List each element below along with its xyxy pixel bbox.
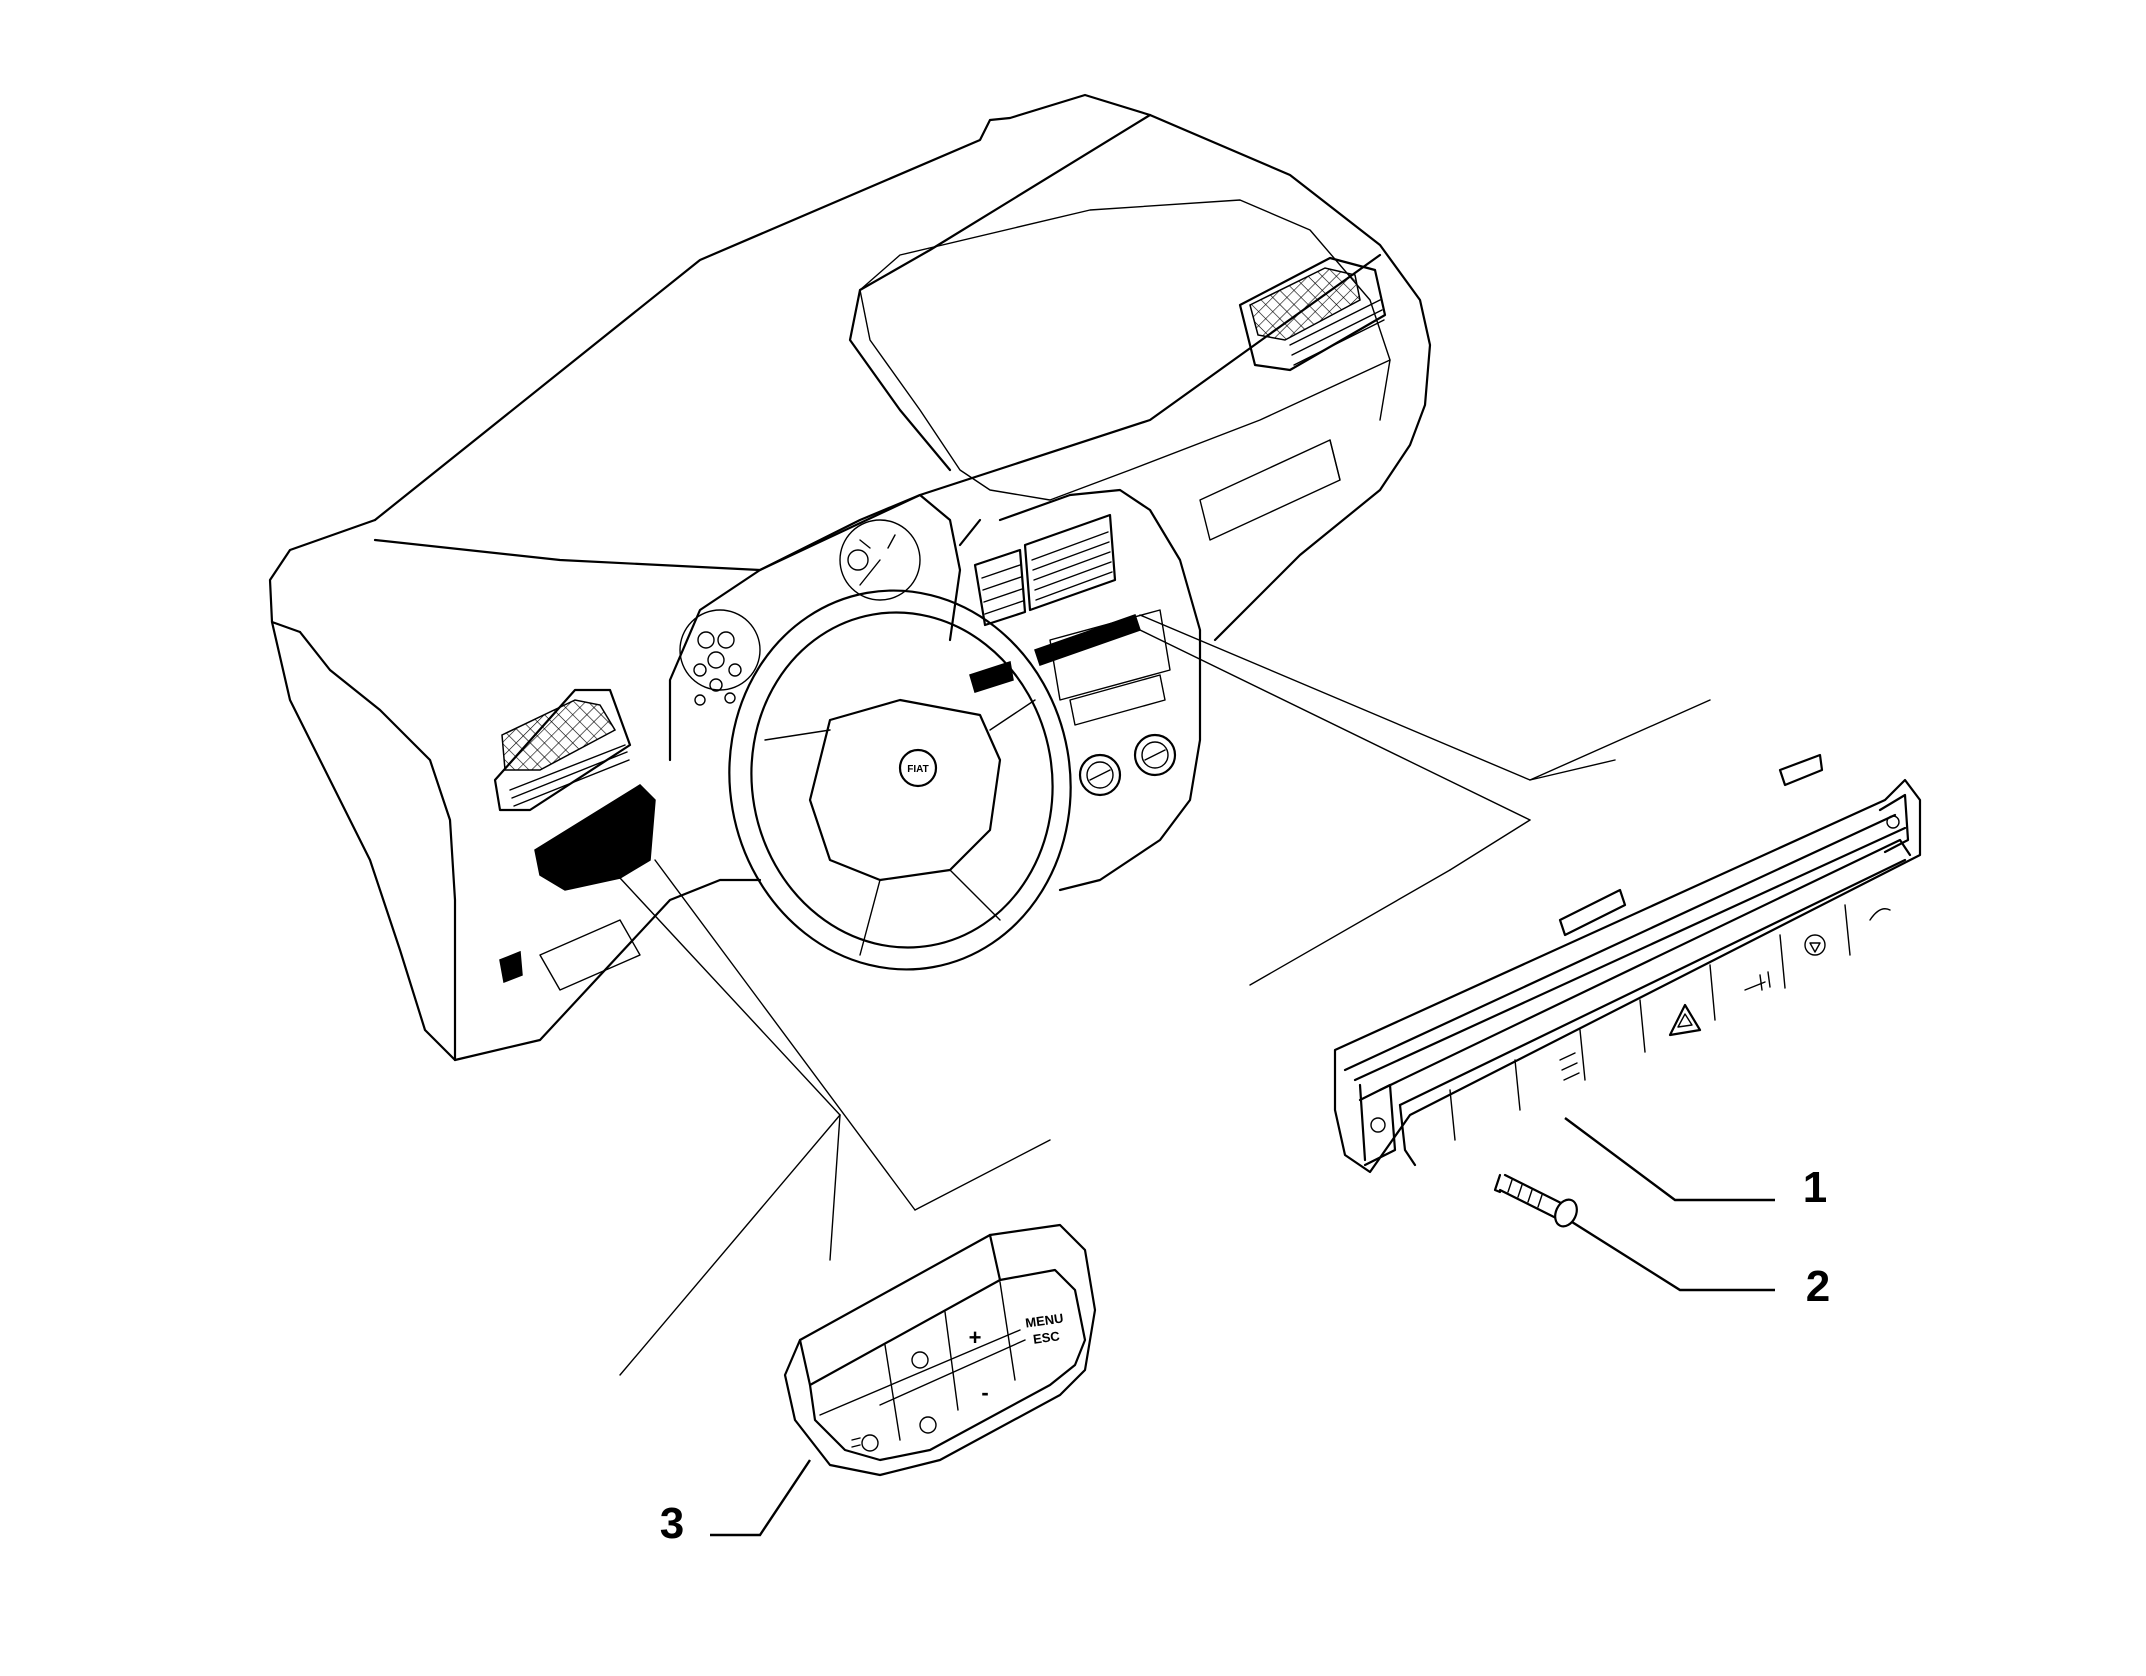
callout-3: 3 xyxy=(660,1459,811,1548)
callout-2-label: 2 xyxy=(1806,1262,1830,1311)
screw-part-2 xyxy=(1493,1173,1578,1228)
callout-1: 1 xyxy=(1564,1117,1827,1212)
dashboard-assembly: FIAT xyxy=(268,93,1432,1062)
fiat-logo: FIAT xyxy=(907,764,928,775)
hazard-switch-panel-part-1 xyxy=(1333,753,1922,1174)
rear-fog-light-icon xyxy=(919,1416,937,1434)
button-symbols xyxy=(1559,908,1891,1081)
circle-button-icon xyxy=(1804,934,1826,956)
callout-2: 2 xyxy=(1571,1220,1830,1311)
right-vent xyxy=(1238,256,1387,372)
climate-knobs xyxy=(1078,733,1177,797)
switch-panel-location-3 xyxy=(534,784,656,891)
front-fog-light-icon xyxy=(861,1434,879,1452)
minus-label: - xyxy=(981,1380,988,1405)
fog-light-icon xyxy=(911,1351,929,1369)
instrument-cluster xyxy=(668,493,962,762)
light-switch-panel-part-3: + - MENU ESC xyxy=(783,1223,1097,1477)
center-vent xyxy=(973,513,1117,627)
leader-lines xyxy=(619,614,1711,1376)
callout-1-label: 1 xyxy=(1803,1163,1827,1212)
hazard-triangle-icon xyxy=(1668,1003,1702,1037)
callout-3-label: 3 xyxy=(660,1499,684,1548)
menu-label: MENU xyxy=(1024,1310,1064,1330)
left-vent xyxy=(493,688,632,812)
plus-label: + xyxy=(969,1325,982,1350)
steering-wheel: FIAT xyxy=(728,589,1072,971)
esc-label: ESC xyxy=(1032,1328,1061,1347)
